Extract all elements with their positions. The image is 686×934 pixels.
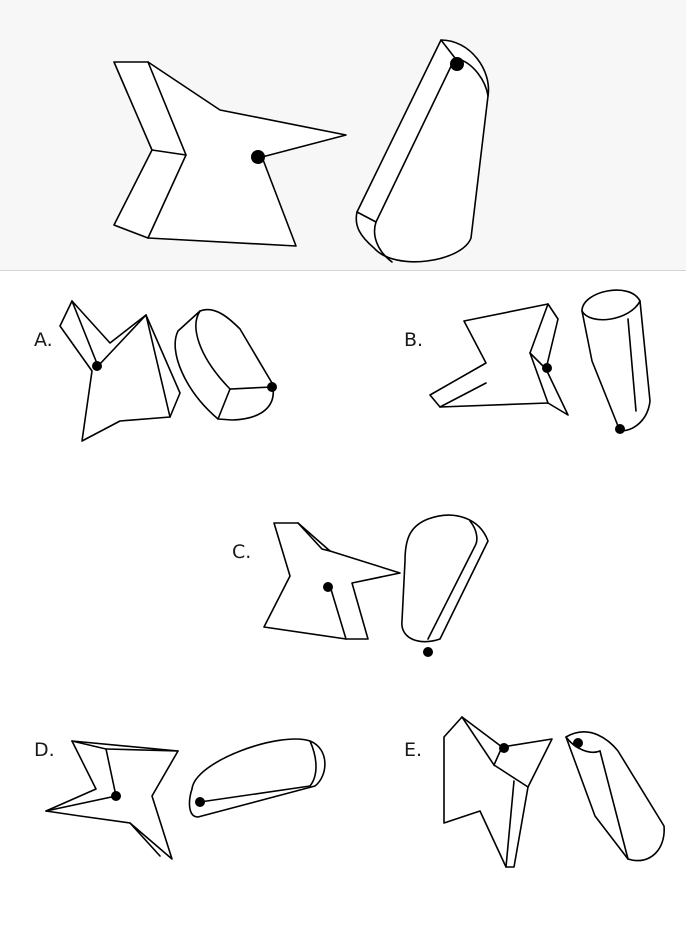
answers-panel: A. B. — [0, 271, 686, 934]
option-b-cone-prism — [581, 289, 651, 434]
option-e-label: E. — [404, 739, 423, 761]
option-a-arrow-prism — [59, 300, 181, 442]
option-a-cone-prism — [174, 308, 277, 421]
option-e-arrow-marker-dot — [499, 743, 509, 753]
option-b-arrow-marker-dot — [542, 363, 552, 373]
option-b-cone-marker-dot — [615, 424, 625, 434]
option-a-arrow-marker-dot — [92, 361, 102, 371]
option-c-label: C. — [232, 541, 252, 563]
option-a-cone-marker-dot — [267, 382, 277, 392]
option-c-arrow-marker-dot — [323, 582, 333, 592]
option-d-arrow-marker-dot — [111, 791, 121, 801]
question-arrow-prism — [113, 61, 347, 247]
option-d-cone-marker-dot — [195, 797, 205, 807]
question-figure — [113, 39, 490, 263]
option-d-arrow-prism — [45, 740, 179, 860]
question-cone-marker-dot — [450, 57, 464, 71]
question-arrow-marker-dot — [251, 150, 265, 164]
option-b-label: B. — [404, 329, 424, 351]
option-e-cone-prism — [565, 731, 665, 862]
option-c-cone-prism — [401, 514, 489, 657]
option-d-figure — [45, 738, 326, 860]
option-c-cone-marker-dot — [423, 647, 433, 657]
question-cone-prism — [355, 39, 490, 263]
question-panel — [0, 0, 686, 271]
option-a-figure — [59, 300, 277, 442]
option-c-figure — [263, 514, 489, 657]
option-b-arrow-prism — [429, 303, 569, 416]
option-c-arrow-prism — [263, 522, 401, 640]
option-d-label: D. — [34, 739, 55, 761]
option-e-figure — [443, 716, 665, 868]
option-e-cone-marker-dot — [573, 738, 583, 748]
option-e-arrow-prism — [443, 716, 553, 868]
option-d-cone-prism — [188, 738, 326, 818]
option-b-figure — [429, 289, 651, 434]
option-a-label: A. — [34, 329, 53, 351]
